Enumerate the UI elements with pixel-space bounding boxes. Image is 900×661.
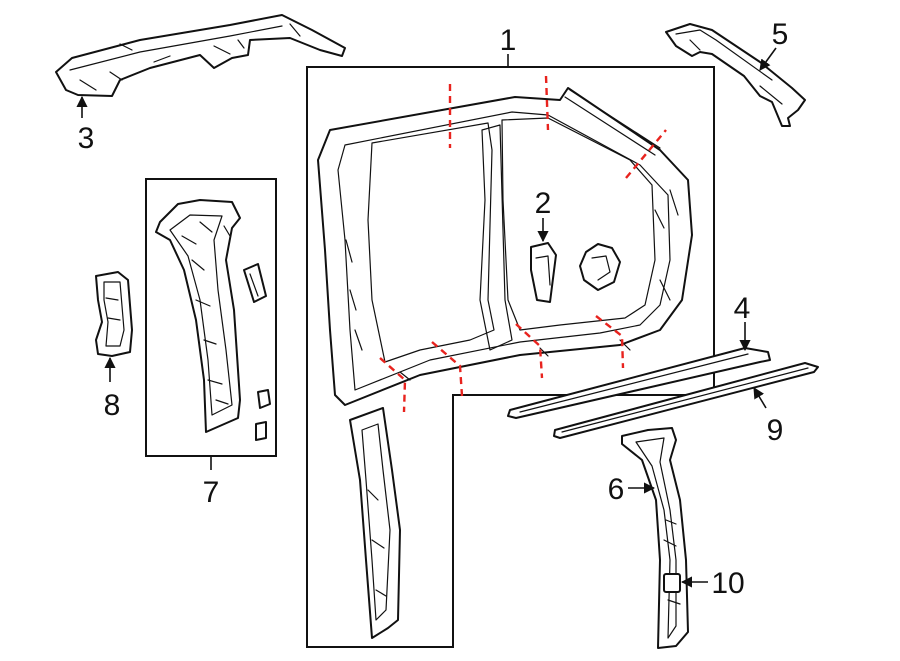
cut-lines [379,75,667,413]
callout-10: 10 [711,567,744,600]
callout-labels: 1 2 3 4 5 6 7 8 9 10 [78,18,789,600]
callout-1: 1 [500,24,517,57]
callout-8: 8 [104,389,121,422]
part-5-rail-extension[interactable] [665,23,806,127]
part-7-small-brackets [243,263,271,441]
callout-3: 3 [78,122,95,155]
leader-lines [76,47,777,588]
callout-6: 6 [608,473,625,506]
callout-2: 2 [535,187,552,220]
callout-9: 9 [767,414,784,447]
part-1-lower-a-pillar[interactable] [349,407,401,639]
callout-4: 4 [734,292,751,325]
part-1-body-side-panel[interactable] [317,87,693,406]
part-10-pillar-patch[interactable] [663,573,681,593]
part-3-roof-side-rail[interactable] [55,14,346,97]
part-8-pillar-reinforcement[interactable] [95,271,133,357]
part-9-rocker-molding[interactable] [553,362,819,439]
part-1-group-box [306,66,715,648]
part-7-b-pillar[interactable] [155,199,241,433]
callout-7: 7 [203,476,220,509]
part-1-reinforcement-insert [579,243,621,291]
part-6-center-pillar-inner[interactable] [621,427,689,649]
callout-5: 5 [772,18,789,51]
